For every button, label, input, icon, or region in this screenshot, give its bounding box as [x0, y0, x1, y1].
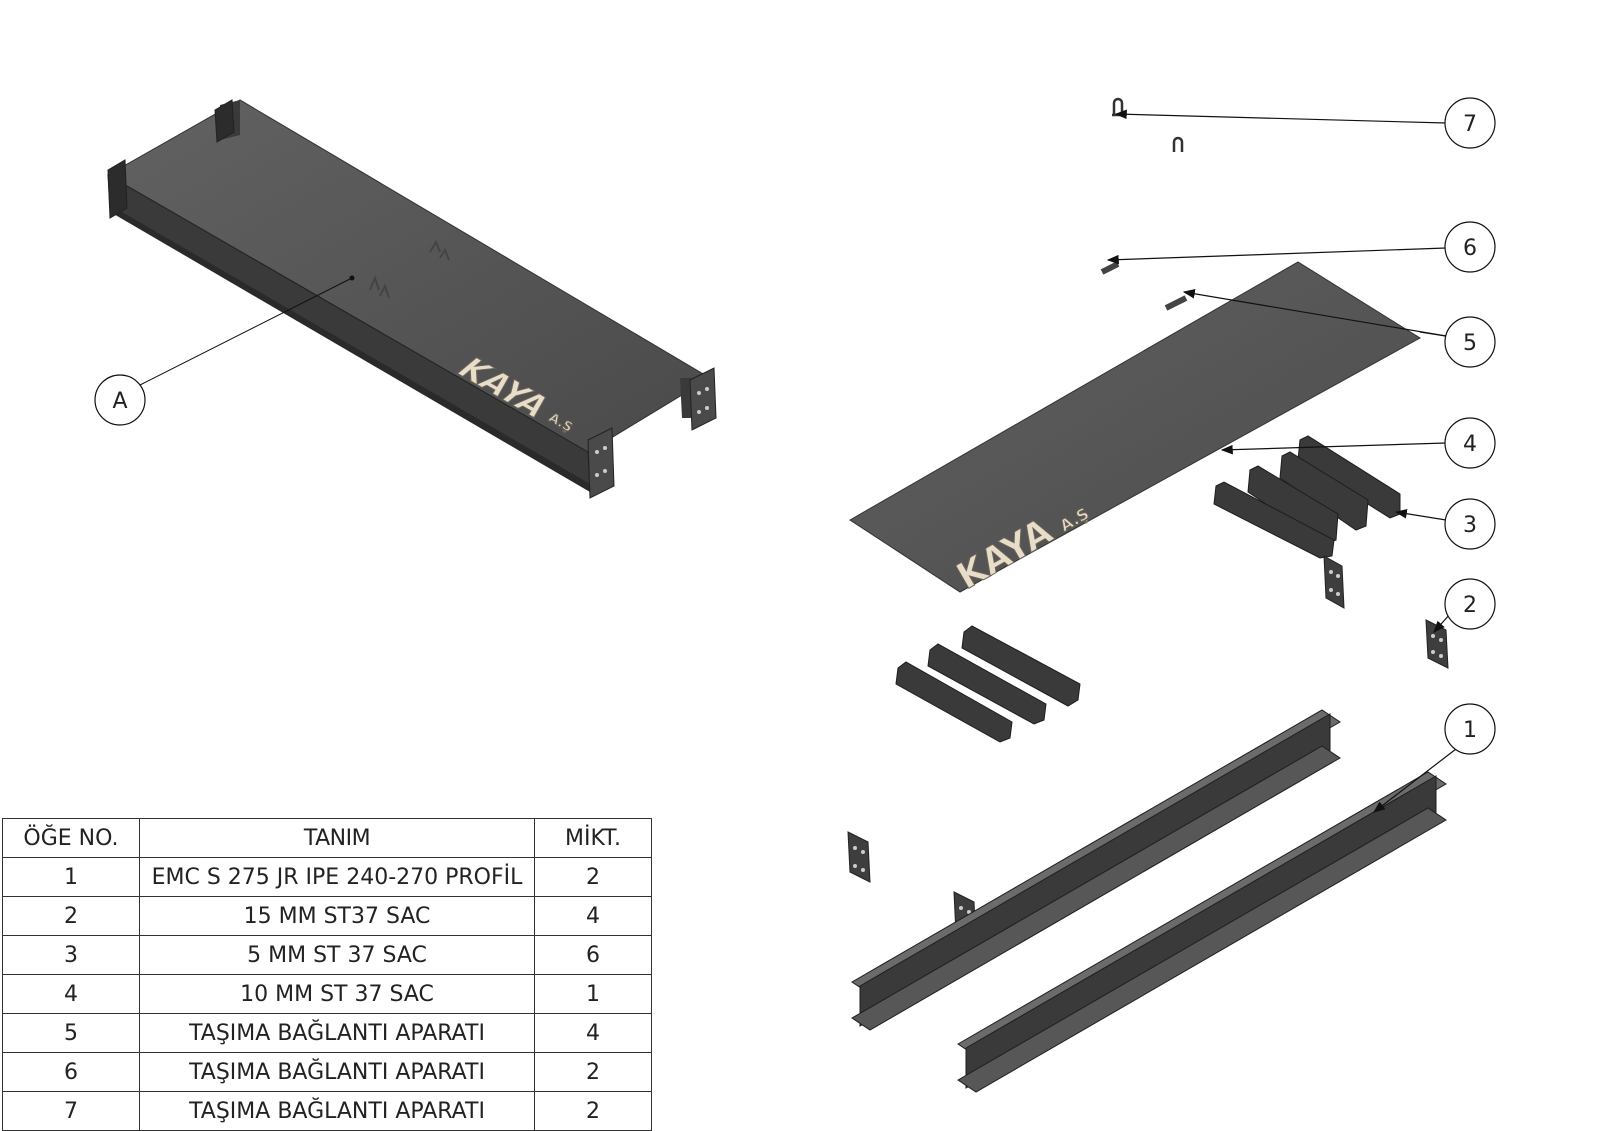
- balloon-7: 7: [1444, 97, 1496, 149]
- description-cell: TAŞIMA BAĞLANTI APARATI: [139, 1091, 535, 1131]
- quantity-cell: 4: [534, 1013, 652, 1053]
- balloon-5: 5: [1444, 316, 1496, 368]
- description-cell: EMC S 275 JR IPE 240-270 PROFİL: [139, 857, 535, 897]
- item-no-cell: 1: [2, 857, 140, 897]
- quantity-cell: 1: [534, 974, 652, 1014]
- balloon-a: A: [94, 374, 146, 426]
- balloon-2: 2: [1444, 578, 1496, 630]
- item-no-cell: 4: [2, 974, 140, 1014]
- item-no-cell: 3: [2, 935, 140, 975]
- description-cell: 15 MM ST37 SAC: [139, 896, 535, 936]
- header-item-no: ÖĞE NO.: [2, 818, 140, 858]
- table-row: 3 5 MM ST 37 SAC 6: [2, 935, 652, 975]
- balloon-6: 6: [1444, 221, 1496, 273]
- description-cell: TAŞIMA BAĞLANTI APARATI: [139, 1052, 535, 1092]
- svg-text:4: 4: [1463, 432, 1477, 457]
- description-cell: 10 MM ST 37 SAC: [139, 974, 535, 1014]
- svg-text:3: 3: [1463, 513, 1477, 538]
- svg-text:1: 1: [1463, 718, 1477, 743]
- item-no-cell: 7: [2, 1091, 140, 1131]
- item-no-cell: 2: [2, 896, 140, 936]
- description-cell: 5 MM ST 37 SAC: [139, 935, 535, 975]
- svg-text:5: 5: [1463, 331, 1477, 356]
- table-row: 1 EMC S 275 JR IPE 240-270 PROFİL 2: [2, 857, 652, 897]
- table-row: 5 TAŞIMA BAĞLANTI APARATI 4: [2, 1013, 652, 1053]
- assembled-view: KAYA A.Ş A: [94, 99, 717, 499]
- table-row: 6 TAŞIMA BAĞLANTI APARATI 2: [2, 1052, 652, 1092]
- bom-header-row: ÖĞE NO. TANIM MİKT.: [2, 818, 652, 858]
- bill-of-materials-table: ÖĞE NO. TANIM MİKT. 1 EMC S 275 JR IPE 2…: [2, 818, 652, 1131]
- svg-text:A: A: [112, 389, 127, 414]
- item-no-cell: 6: [2, 1052, 140, 1092]
- table-row: 7 TAŞIMA BAĞLANTI APARATI 2: [2, 1091, 652, 1131]
- description-cell: TAŞIMA BAĞLANTI APARATI: [139, 1013, 535, 1053]
- balloon-4: 4: [1444, 417, 1496, 469]
- quantity-cell: 2: [534, 857, 652, 897]
- svg-text:2: 2: [1463, 593, 1477, 618]
- svg-text:7: 7: [1463, 112, 1477, 137]
- quantity-cell: 4: [534, 896, 652, 936]
- table-row: 4 10 MM ST 37 SAC 1: [2, 974, 652, 1014]
- balloon-3: 3: [1444, 498, 1496, 550]
- quantity-cell: 6: [534, 935, 652, 975]
- quantity-cell: 2: [534, 1091, 652, 1131]
- header-quantity: MİKT.: [534, 818, 652, 858]
- item-no-cell: 5: [2, 1013, 140, 1053]
- exploded-view: KAYA A.Ş: [847, 97, 1496, 1093]
- quantity-cell: 2: [534, 1052, 652, 1092]
- table-row: 2 15 MM ST37 SAC 4: [2, 896, 652, 936]
- balloon-1: 1: [1444, 703, 1496, 755]
- header-description: TANIM: [139, 818, 535, 858]
- svg-text:6: 6: [1463, 236, 1477, 261]
